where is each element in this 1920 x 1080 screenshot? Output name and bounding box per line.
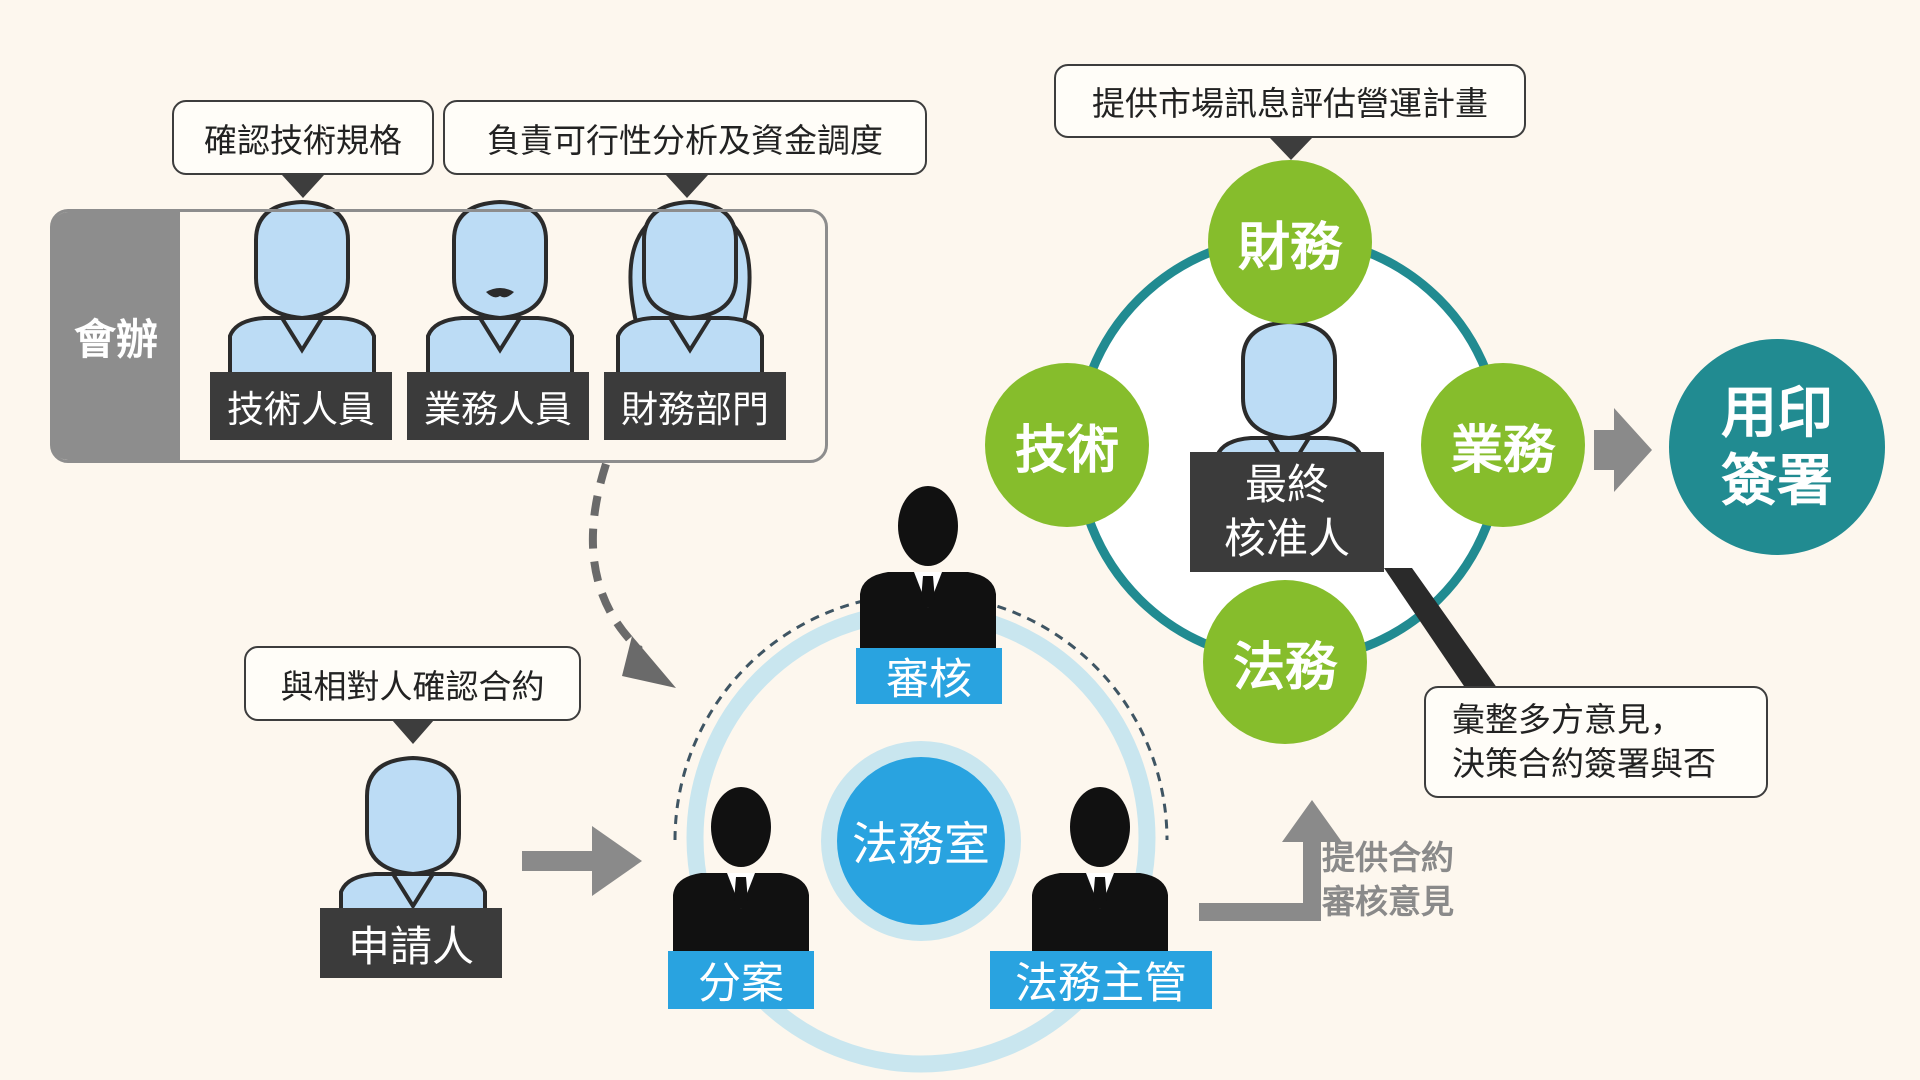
dashed-arrow-line xyxy=(588,462,643,653)
applicant-arrow-shaft xyxy=(522,851,596,871)
label-tech-staff: 技術人員 xyxy=(210,372,392,440)
approver-line-1: 最終 xyxy=(1244,460,1329,509)
circle-tech: 技術 xyxy=(985,363,1149,527)
legal-office-label: 法務室 xyxy=(852,817,990,871)
bubble-confirm-tech-spec: 確認技術規格 xyxy=(172,100,434,175)
applicant-arrow-head xyxy=(592,826,642,896)
label-finance-dept: 財務部門 xyxy=(604,372,786,440)
bubble-feasibility: 負責可行性分析及資金調度 xyxy=(443,100,927,175)
label-final-approver: 最終 核准人 xyxy=(1190,452,1384,572)
bubble-confirm-contract: 與相對人確認合約 xyxy=(244,646,581,721)
bubble-decision-note: 彙整多方意見， 決策合約簽署與否 xyxy=(1424,686,1768,798)
person-review-icon xyxy=(860,486,996,650)
label-assign: 分案 xyxy=(668,951,814,1009)
circle-finance: 財務 xyxy=(1208,160,1372,324)
label-applicant: 申請人 xyxy=(320,908,502,978)
huiban-frame xyxy=(50,209,828,463)
opinion-elbow-arrow xyxy=(1199,840,1321,921)
note-line-1: 彙整多方意見， xyxy=(1452,700,1683,739)
seal-circle xyxy=(1669,339,1885,555)
note-line-2: 決策合約簽署與否 xyxy=(1452,744,1716,783)
bubble-pointer-tech xyxy=(282,175,324,198)
label-sales-staff: 業務人員 xyxy=(407,372,589,440)
opinion-elbow-arrow-head xyxy=(1282,800,1342,842)
seal-line-1: 用印 xyxy=(1721,381,1833,446)
opinion-line-1: 提供合約 xyxy=(1322,838,1454,877)
circle-legal: 法務 xyxy=(1203,580,1367,744)
person-sales-icon xyxy=(426,200,574,376)
bubble-pointer-applicant xyxy=(392,720,434,744)
seal-label: 用印 簽署 xyxy=(1669,370,1885,526)
bubble-pointer-market xyxy=(1270,138,1312,160)
circle-sales: 業務 xyxy=(1421,363,1585,527)
label-review: 審核 xyxy=(856,648,1002,705)
approver-callout-pointer xyxy=(1384,568,1500,692)
label-supervisor: 法務主管 xyxy=(990,951,1212,1009)
dashed-arrow-head xyxy=(622,636,676,688)
legal-office-circle xyxy=(821,741,1021,941)
huiban-label: 會辦 xyxy=(52,212,180,460)
bubble-market-info: 提供市場訊息評估營運計畫 xyxy=(1054,64,1526,138)
person-applicant-icon xyxy=(339,756,487,932)
approver-line-2: 核准人 xyxy=(1223,514,1350,563)
seal-line-2: 簽署 xyxy=(1721,449,1833,514)
opinion-line-2: 審核意見 xyxy=(1322,882,1454,921)
seal-arrow-head xyxy=(1614,408,1652,492)
opinion-text: 提供合約 審核意見 xyxy=(1322,836,1454,924)
bubble-pointer-finance xyxy=(666,175,708,198)
